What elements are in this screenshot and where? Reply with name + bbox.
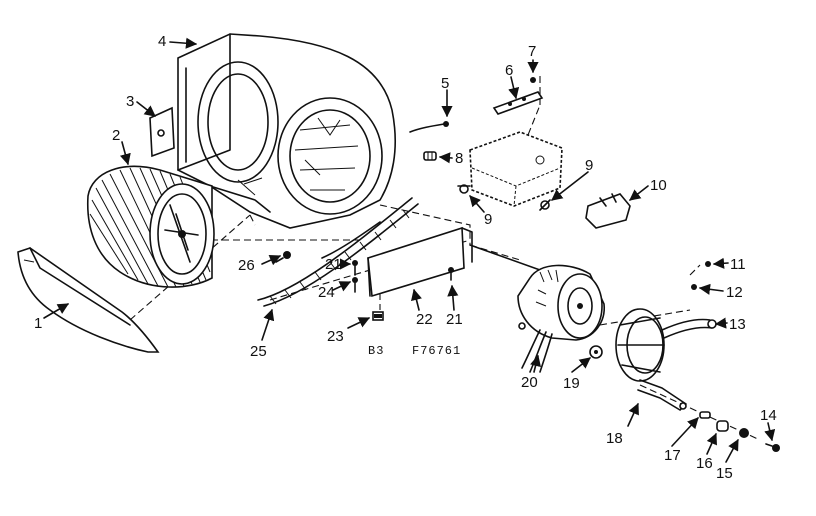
clip-9-right — [539, 199, 551, 211]
blower-motor — [469, 244, 605, 373]
part-labels: 1 2 3 4 5 6 7 8 9 9 10 11 12 13 14 15 16… — [34, 33, 777, 482]
shaft-collar — [589, 345, 603, 359]
part-label-10: 10 — [650, 177, 667, 194]
part-label-14: 14 — [760, 407, 777, 424]
part-label-16: 16 — [696, 455, 713, 472]
bolt-14 — [765, 443, 780, 452]
part-label-1: 1 — [34, 315, 42, 332]
part-label-6: 6 — [505, 62, 513, 79]
part-label-5: 5 — [441, 75, 449, 92]
part-label-15: 15 — [716, 465, 733, 482]
screw-7 — [530, 77, 536, 83]
part-label-17: 17 — [664, 447, 681, 464]
screws-21-24-23 — [352, 260, 454, 321]
part-label-13: 13 — [729, 316, 746, 333]
part-label-20: 20 — [521, 374, 538, 391]
gasket — [257, 197, 419, 307]
drawing-number: F76761 — [412, 344, 461, 358]
blower-housing — [177, 33, 397, 229]
part-label-4: 4 — [158, 33, 166, 50]
part-label-22: 22 — [416, 311, 433, 328]
part-label-21a: 21 — [446, 311, 463, 328]
cutoff-plate — [17, 247, 160, 353]
part-label-8: 8 — [455, 150, 463, 167]
nut-15 — [739, 428, 749, 438]
motor-mount — [615, 308, 717, 382]
part-label-23: 23 — [327, 328, 344, 345]
part-label-3: 3 — [126, 93, 134, 110]
blower-wheel — [86, 165, 215, 288]
part-label-9b: 9 — [484, 211, 492, 228]
part-label-18: 18 — [606, 430, 623, 447]
part-label-11: 11 — [730, 256, 746, 273]
wire-clip — [409, 121, 449, 133]
part-label-25: 25 — [250, 343, 267, 360]
spacer-17 — [699, 411, 711, 419]
grommet-16 — [716, 420, 729, 432]
clip-9-left — [457, 184, 471, 194]
part-label-26: 26 — [238, 257, 255, 274]
part-label-2: 2 — [112, 127, 120, 144]
leader-lines — [43, 37, 776, 463]
mounting-bracket — [149, 106, 175, 158]
screw-11 — [705, 261, 711, 267]
control-box — [469, 131, 563, 207]
washer-12 — [691, 284, 697, 290]
part-label-12: 12 — [726, 284, 743, 301]
terminal-strip — [492, 91, 544, 115]
part-label-7: 7 — [528, 43, 536, 60]
drawing-code: B3 — [368, 344, 384, 358]
mount-leg — [637, 379, 687, 411]
bushing — [423, 151, 437, 161]
part-label-24: 24 — [318, 284, 335, 301]
part-label-19: 19 — [563, 375, 580, 392]
capacitor — [585, 193, 631, 229]
baffle-plate — [367, 226, 473, 298]
part-label-21b: 21 — [325, 256, 342, 273]
part-label-9a: 9 — [585, 157, 593, 174]
drawing-reference: B3 F76761 — [368, 344, 461, 358]
